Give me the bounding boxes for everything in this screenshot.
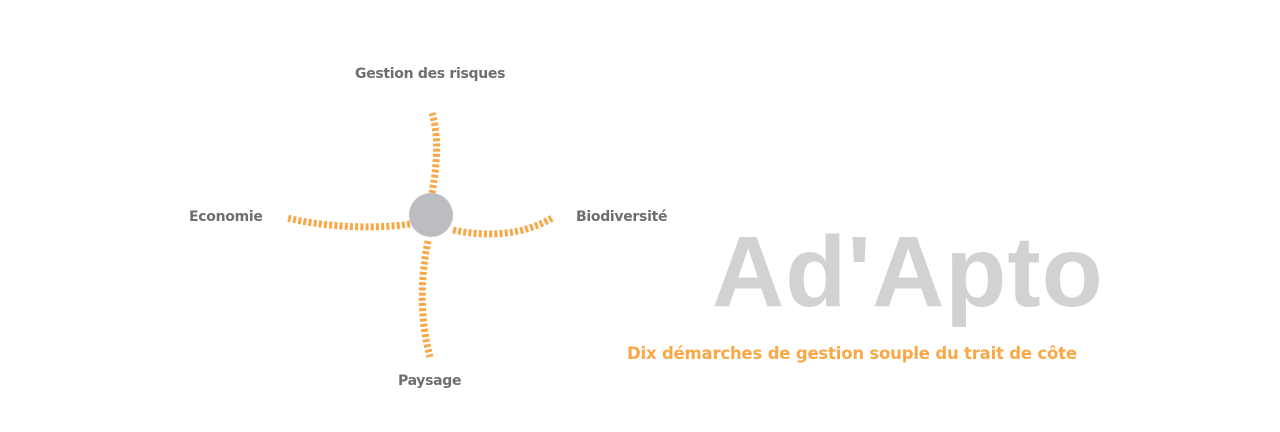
arm-bottom xyxy=(418,240,434,358)
arm-top xyxy=(428,112,441,194)
arm-right xyxy=(452,214,554,238)
label-economie: Economie xyxy=(189,209,263,225)
compass-diagram xyxy=(286,112,554,358)
arm-left xyxy=(286,214,411,231)
hub-circle xyxy=(409,193,453,237)
brand-logo: Ad'Apto xyxy=(712,216,1104,328)
label-gestion-des-risques: Gestion des risques xyxy=(355,66,506,82)
brand-tagline: Dix démarches de gestion souple du trait… xyxy=(627,344,1077,363)
label-biodiversite: Biodiversité xyxy=(576,209,668,225)
label-paysage: Paysage xyxy=(398,373,462,389)
